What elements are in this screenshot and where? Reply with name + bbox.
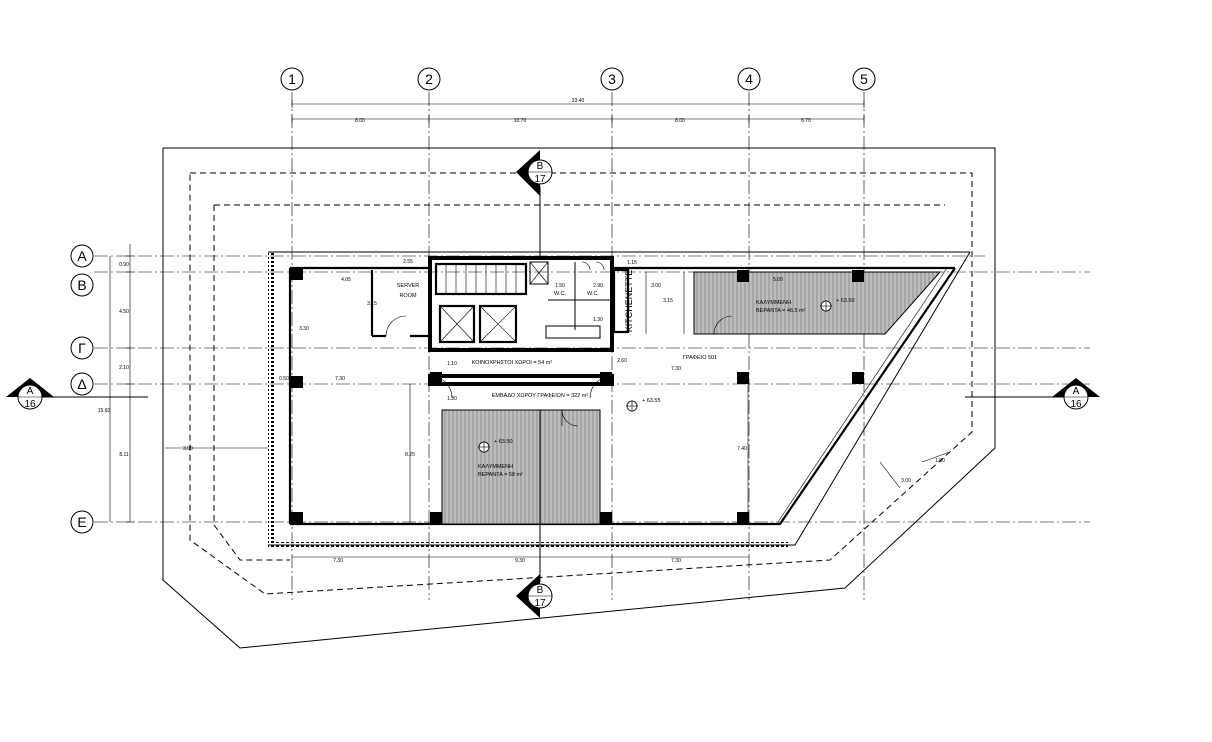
svg-text:3.00: 3.00 — [901, 478, 911, 484]
svg-text:1.30: 1.30 — [447, 396, 457, 402]
wc-label-2: W.C. — [587, 291, 599, 297]
svg-text:A: A — [27, 386, 34, 397]
svg-text:1.30: 1.30 — [593, 317, 603, 323]
svg-text:Α: Α — [77, 248, 87, 264]
svg-text:0.50: 0.50 — [279, 376, 289, 382]
svg-text:16: 16 — [1070, 399, 1082, 410]
building-outline — [268, 251, 971, 548]
svg-text:A: A — [1073, 386, 1080, 397]
svg-text:3: 3 — [608, 71, 616, 87]
svg-text:2: 2 — [425, 71, 433, 87]
svg-text:17: 17 — [534, 598, 546, 609]
svg-text:1: 1 — [288, 71, 296, 87]
svg-text:2.90: 2.90 — [593, 283, 603, 289]
dim-row-d-e: 8.11 — [119, 452, 129, 458]
dim-row-a-b: 0.90 — [119, 262, 129, 268]
svg-text:3.00: 3.00 — [183, 446, 193, 452]
svg-text:Δ: Δ — [77, 376, 86, 392]
svg-text:1.50: 1.50 — [935, 458, 945, 464]
wc-label-1: W.C. — [554, 291, 566, 297]
grid-row-b: Β — [70, 271, 1090, 297]
veranda-bottom-area: ΒΕΡΑΝΤΑ = 58 m² — [478, 472, 523, 478]
svg-text:9.30: 9.30 — [515, 558, 525, 564]
svg-text:7.30: 7.30 — [671, 366, 681, 372]
dim-row-b-c: 4.50 — [119, 309, 129, 315]
svg-text:4.05: 4.05 — [341, 277, 351, 283]
svg-text:Ε: Ε — [77, 514, 86, 530]
svg-text:Γ: Γ — [78, 340, 86, 356]
level-office: + 63.55 — [642, 398, 661, 404]
svg-text:3.15: 3.15 — [367, 301, 377, 307]
svg-text:3.00: 3.00 — [651, 283, 661, 289]
svg-text:7.30: 7.30 — [333, 558, 343, 564]
structural-columns — [291, 268, 864, 524]
svg-text:7.30: 7.30 — [335, 376, 345, 382]
dim-span-3-4: 8.00 — [675, 118, 685, 124]
svg-text:2.60: 2.60 — [617, 358, 627, 364]
office-area-label: ΕΜΒΑΔΟ ΧΩΡΟΥ ΓΡΑΦΕΙΩΝ = 322 m² — [492, 393, 589, 399]
site-boundary — [162, 147, 996, 649]
svg-text:3.15: 3.15 — [663, 298, 673, 304]
section-marker-b-bottom: B 17 — [516, 410, 553, 618]
dim-span-4-5: 6.70 — [801, 118, 811, 124]
svg-text:B: B — [537, 161, 544, 172]
section-marker-a-left: A 16 — [6, 378, 148, 410]
svg-text:2.55: 2.55 — [403, 259, 413, 265]
kitchenette-label: KITCHENETTE — [624, 270, 634, 333]
svg-text:7.30: 7.30 — [671, 558, 681, 564]
dim-span-2-3: 10.70 — [514, 118, 527, 124]
level-veranda-top: + 63.50 — [836, 298, 855, 304]
left-dimensions: 0.90 4.50 2.10 8.11 15.60 — [98, 244, 134, 523]
kitchenette: KITCHENETTE 1.15 — [612, 260, 637, 334]
veranda-bottom-title: ΚΑΛΥΜΜΕΝΗ — [478, 464, 513, 470]
svg-text:Β: Β — [77, 277, 86, 293]
common-areas-label: ΚΟΙΝΟΧΡΗΣΤΟΙ ΧΩΡΟΙ = 54 m² — [472, 360, 553, 366]
svg-text:4: 4 — [745, 71, 753, 87]
svg-text:16: 16 — [24, 399, 36, 410]
svg-text:17: 17 — [534, 174, 546, 185]
dim-row-c-d: 2.10 — [119, 365, 129, 371]
section-marker-a-right: A 16 — [965, 378, 1100, 410]
dim-overall-width: 33.40 — [572, 98, 585, 104]
svg-text:1.50: 1.50 — [555, 283, 565, 289]
dim-overall-depth: 15.60 — [98, 408, 111, 414]
svg-text:5.00: 5.00 — [773, 277, 783, 283]
svg-text:3.30: 3.30 — [299, 326, 309, 332]
office-label: ΓΡΑΦΕΙΟ 501 — [683, 355, 717, 361]
section-marker-b-top: B 17 — [516, 150, 553, 258]
svg-text:1.10: 1.10 — [447, 361, 457, 367]
covered-veranda-top: ΚΑΛΥΜΜΕΝΗ ΒΕΡΑΝΤΑ = 46.5 m² + 63.50 5.00… — [645, 271, 942, 335]
svg-text:1.15: 1.15 — [627, 260, 637, 266]
svg-text:5: 5 — [860, 71, 868, 87]
svg-text:B: B — [537, 585, 544, 596]
grid-column-5: 5 — [852, 67, 876, 600]
veranda-top-area: ΒΕΡΑΝΤΑ = 46.5 m² — [756, 308, 806, 314]
top-dimensions: 33.40 8.00 10.70 8.00 6.70 — [291, 98, 865, 124]
veranda-top-title: ΚΑΛΥΜΜΕΝΗ — [756, 300, 791, 306]
covered-veranda-bottom: ΚΑΛΥΜΜΕΝΗ ΒΕΡΑΝΤΑ = 58 m² + 63.50 — [441, 409, 601, 525]
svg-text:7.40: 7.40 — [737, 446, 747, 452]
bottom-dimensions: 7.30 9.30 7.30 1.50 3.00 — [292, 451, 951, 564]
dim-span-1-2: 8.00 — [355, 118, 365, 124]
level-veranda-bottom: + 63.50 — [494, 439, 513, 445]
